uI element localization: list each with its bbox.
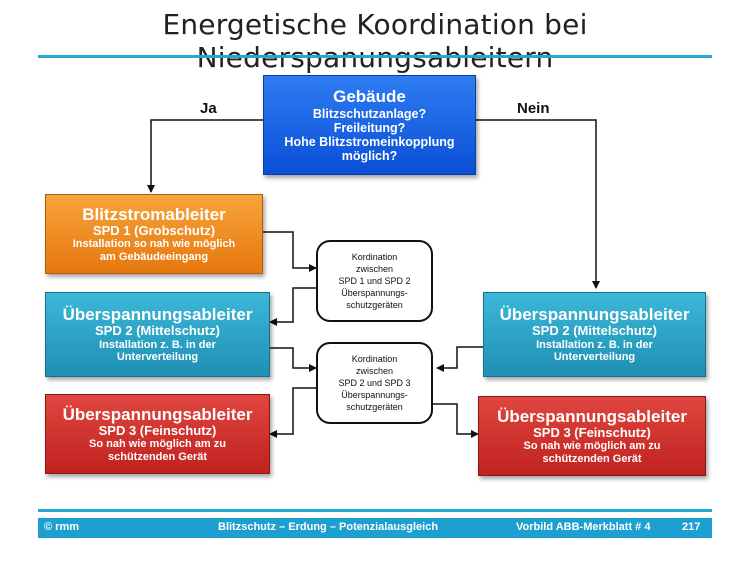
box-title: Überspannungsableiter	[499, 305, 690, 325]
box-line: So nah wie möglich am zu	[89, 438, 226, 451]
coord-line: Überspannungs-	[341, 288, 408, 299]
footer-divider	[38, 509, 712, 512]
arrow-coord1-box2	[269, 287, 316, 326]
box-subtitle: SPD 2 (Mittelschutz)	[532, 323, 657, 339]
box-left-spd2: Überspannungsableiter SPD 2 (Mittelschut…	[45, 292, 270, 377]
footer-source: Vorbild ABB-Merkblatt # 4	[516, 521, 651, 533]
box-blitzstromableiter: Blitzstromableiter SPD 1 (Grobschutz) In…	[45, 194, 263, 274]
coord-line: schutzgeräten	[346, 300, 403, 311]
box-left-spd3: Überspannungsableiter SPD 3 (Feinschutz)…	[45, 394, 270, 474]
title-divider	[38, 55, 712, 58]
box-line: Installation z. B. in der	[536, 338, 653, 351]
box-line: am Gebäudeeingang	[99, 250, 209, 263]
coord-line: SPD 2 und SPD 3	[338, 377, 411, 388]
decision-line-3: Hohe Blitzstromeinkopplung	[284, 134, 455, 149]
box-title: Blitzstromableiter	[82, 204, 226, 224]
no-label: Nein	[517, 100, 550, 117]
arrow-rbox2-coord2	[436, 346, 483, 372]
box-right-spd2: Überspannungsableiter SPD 2 (Mittelschut…	[483, 292, 706, 377]
arrow-box2-coord2	[263, 347, 317, 372]
coord-line: zwischen	[355, 263, 393, 274]
box-title: Überspannungsableiter	[62, 404, 253, 424]
yes-label: Ja	[200, 100, 217, 117]
coord-line: zwischen	[355, 365, 393, 376]
box-title: Überspannungsableiter	[62, 305, 253, 325]
coord-line: Überspannungs-	[341, 390, 408, 401]
box-subtitle: SPD 3 (Feinschutz)	[533, 424, 651, 440]
box-line: Installation z. B. in der	[99, 338, 216, 351]
box-line: So nah wie möglich am zu	[523, 440, 661, 453]
coord-line: Kordination	[351, 353, 398, 364]
decision-line-1: Blitzschutzanlage?	[312, 106, 427, 121]
decision-line-4: möglich?	[341, 148, 398, 163]
arrow-coord2-box3	[269, 387, 316, 438]
box-line: schützenden Gerät	[542, 452, 642, 465]
box-line: Unterverteilung	[116, 351, 199, 364]
arrow-ja	[147, 119, 263, 193]
box-line: Unterverteilung	[553, 351, 636, 364]
box-title: Überspannungsableiter	[497, 406, 687, 426]
arrow-nein	[476, 119, 600, 289]
coord-line: Kordination	[351, 251, 398, 262]
box-line: schützenden Gerät	[107, 450, 208, 463]
box-subtitle: SPD 2 (Mittelschutz)	[95, 323, 220, 339]
decision-title: Gebäude	[333, 87, 406, 107]
box-line: Installation so nah wie möglich	[72, 238, 236, 251]
arrow-box1-coord1	[263, 231, 317, 272]
box-subtitle: SPD 3 (Feinschutz)	[98, 422, 217, 438]
coord-line: SPD 1 und SPD 2	[338, 275, 411, 286]
box-subtitle: SPD 1 (Grobschutz)	[92, 222, 216, 238]
decision-box-gebaeude: Gebäude Blitzschutzanlage? Freileitung? …	[263, 75, 476, 175]
coordination-box-spd2-spd3: Kordination zwischen SPD 2 und SPD 3 Übe…	[316, 342, 433, 424]
coord-line: schutzgeräten	[346, 402, 403, 413]
footer-bar: © rmm Blitzschutz – Erdung – Potenzialau…	[38, 518, 712, 538]
footer-topic: Blitzschutz – Erdung – Potenzialausgleic…	[218, 521, 439, 533]
box-right-spd3: Überspannungsableiter SPD 3 (Feinschutz)…	[478, 396, 706, 476]
footer-copyright: © rmm	[44, 521, 80, 533]
decision-line-2: Freileitung?	[333, 120, 406, 135]
footer-page-number: 217	[682, 521, 701, 533]
arrow-coord2-rbox3	[433, 403, 479, 438]
coordination-box-spd1-spd2: Kordination zwischen SPD 1 und SPD 2 Übe…	[316, 240, 433, 322]
